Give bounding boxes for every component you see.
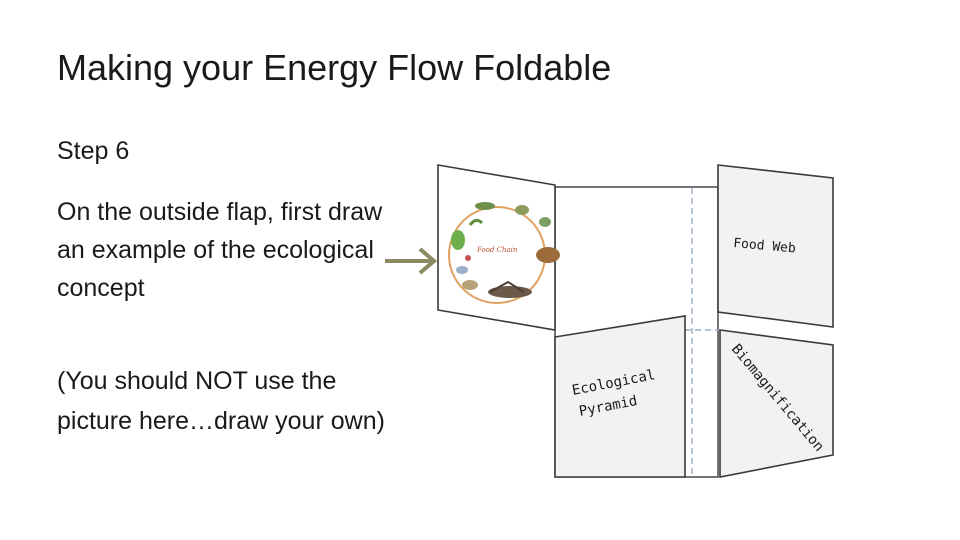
flap-label-food-web: Food Web <box>733 236 797 256</box>
flap-bottom-right <box>719 329 834 478</box>
food-chain-picture <box>448 202 560 304</box>
pointer-arrow <box>385 247 438 275</box>
slide-title: Making your Energy Flow Foldable <box>57 47 612 88</box>
flap-bottom-left <box>554 315 686 478</box>
step-label: Step 6 <box>57 137 130 165</box>
flap-top-right <box>717 164 834 328</box>
note-text: (You should NOT use the picture here…dra… <box>57 367 385 435</box>
instruction-text: On the outside flap, first draw an examp… <box>57 198 383 302</box>
picture-caption: Food Chain <box>476 246 518 254</box>
